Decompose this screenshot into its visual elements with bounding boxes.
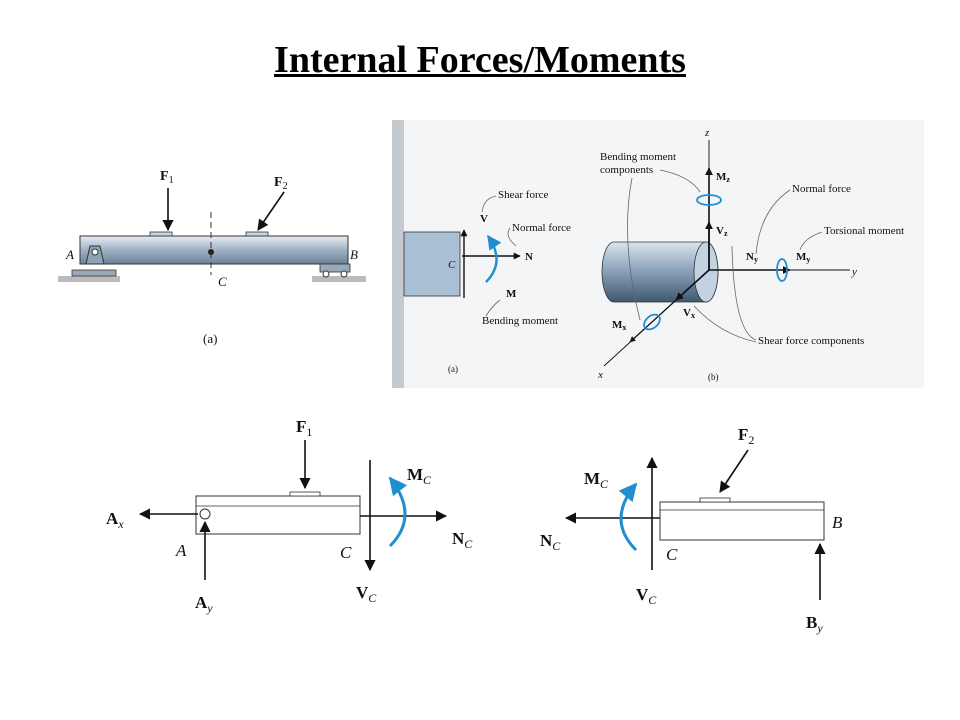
leader-normal bbox=[507, 227, 517, 247]
label-fbd-left-vc: VC bbox=[356, 583, 377, 605]
label-fbd-right-c: C bbox=[666, 545, 678, 564]
leader-my bbox=[799, 231, 823, 251]
leader-mz bbox=[659, 169, 701, 193]
fbd-left-mc-arrow bbox=[388, 476, 408, 548]
label-z: z bbox=[704, 127, 710, 139]
fbd-right-beam bbox=[659, 501, 825, 541]
figure-b-3d: z y x Mz Vz Ny My Mx Vx Bending moment c… bbox=[584, 120, 924, 388]
section-figure-a: V N M C Shear force Normal force Bending… bbox=[392, 120, 584, 388]
label-n: N bbox=[525, 251, 533, 263]
label-b: B bbox=[350, 247, 358, 262]
label-torsional-moment: Torsional moment bbox=[824, 225, 904, 237]
label-ny: Ny bbox=[746, 251, 758, 264]
label-shear-components: Shear force components bbox=[758, 335, 864, 347]
load-plate-1 bbox=[149, 231, 173, 237]
label-fbd-left-a: A bbox=[175, 541, 187, 560]
label-mx: Mx bbox=[612, 319, 626, 332]
load-plate-2 bbox=[245, 231, 269, 237]
fbd-right: F2 MC NC VC C B By bbox=[540, 425, 843, 635]
caption-section-a: (a) bbox=[448, 364, 458, 374]
ground-left bbox=[58, 276, 120, 282]
leader-vz bbox=[731, 245, 757, 341]
label-c: C bbox=[218, 274, 227, 289]
leader-ny bbox=[755, 189, 791, 255]
label-fbd-left-ay: Ay bbox=[195, 593, 213, 615]
moment-arrow bbox=[485, 234, 502, 283]
label-c-section: C bbox=[448, 259, 456, 271]
label-normal-force-b: Normal force bbox=[792, 183, 851, 195]
pin-base bbox=[71, 269, 117, 277]
moment-mz bbox=[696, 194, 722, 206]
label-shear-force: Shear force bbox=[498, 189, 549, 201]
leader-shear bbox=[481, 195, 497, 213]
fbd-left-pin bbox=[199, 508, 211, 520]
fbd-right-plate bbox=[699, 497, 731, 503]
page-title: Internal Forces/Moments bbox=[274, 39, 686, 81]
label-m: M bbox=[506, 288, 517, 300]
label-fbd-right-b: B bbox=[832, 513, 843, 532]
label-vx: Vx bbox=[683, 307, 695, 320]
label-mz: Mz bbox=[716, 171, 730, 184]
label-fbd-right-f2: F2 bbox=[738, 425, 754, 447]
label-fbd-right-nc: NC bbox=[540, 531, 561, 553]
label-fbd-left-c: C bbox=[340, 543, 352, 562]
label-bending-components-1: Bending moment bbox=[600, 151, 676, 163]
label-y: y bbox=[851, 266, 857, 278]
fbd-left: F1 Ax Ay A C MC NC VC bbox=[106, 417, 473, 615]
leader-mx bbox=[627, 177, 641, 321]
label-a: A bbox=[65, 247, 74, 262]
force-f2-arrow bbox=[257, 191, 285, 231]
fbd-left-beam bbox=[195, 495, 361, 535]
caption-b: (b) bbox=[708, 372, 719, 382]
caption-a: (a) bbox=[203, 331, 217, 346]
label-f2: F2 bbox=[274, 175, 288, 192]
arrow-mx bbox=[629, 269, 710, 343]
fbd-right-mc-arrow bbox=[618, 482, 638, 552]
label-my: My bbox=[796, 251, 810, 264]
label-fbd-left-ax: Ax bbox=[106, 509, 124, 531]
roller-support bbox=[319, 263, 351, 273]
section-body bbox=[403, 231, 461, 297]
label-fbd-right-mc: MC bbox=[584, 469, 609, 491]
roller-2 bbox=[340, 270, 348, 278]
leader-bending bbox=[485, 299, 501, 317]
label-fbd-left-mc: MC bbox=[407, 465, 432, 487]
roller-1 bbox=[322, 270, 330, 278]
ground-right bbox=[312, 276, 366, 282]
label-bending-components-2: components bbox=[600, 164, 653, 176]
leader-vx bbox=[693, 305, 757, 343]
label-x: x bbox=[597, 369, 603, 381]
fbd-left-plate bbox=[289, 491, 321, 497]
section-point bbox=[208, 249, 214, 255]
panel-edge bbox=[392, 120, 404, 388]
label-fbd-right-by: By bbox=[806, 613, 823, 635]
moment-my bbox=[776, 258, 788, 282]
beam bbox=[79, 235, 349, 265]
label-fbd-left-nc: NC bbox=[452, 529, 473, 551]
label-bending-moment: Bending moment bbox=[482, 315, 558, 327]
moment-mx bbox=[643, 313, 661, 331]
label-fbd-left-f1: F1 bbox=[296, 417, 312, 439]
label-vz: Vz bbox=[716, 225, 728, 238]
fbd-right-f2-arrow bbox=[719, 449, 749, 493]
label-normal-force: Normal force bbox=[512, 222, 571, 234]
pin bbox=[91, 248, 99, 256]
label-fbd-right-vc: VC bbox=[636, 585, 657, 607]
label-v: V bbox=[480, 213, 488, 225]
label-f1: F1 bbox=[160, 169, 174, 186]
beam-figure-a: F1 F2 A B C (a) bbox=[58, 169, 366, 346]
